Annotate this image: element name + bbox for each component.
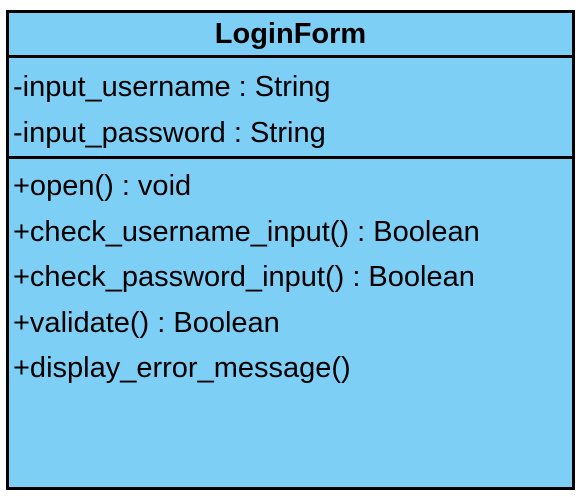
operations-compartment: +open() : void +check_username_input() :… — [9, 159, 572, 392]
operation-open: +open() : void — [13, 170, 192, 202]
attributes-compartment: -input_username : String -input_password… — [9, 58, 572, 159]
operation-display-error-message: +display_error_message() — [13, 352, 351, 384]
uml-class-box[interactable]: LoginForm -input_username : String -inpu… — [6, 10, 575, 490]
attribute-input-password: -input_password : String — [13, 116, 326, 149]
attribute-input-username: -input_username : String — [13, 71, 331, 103]
operation-check-password-input: +check_password_input() : Boolean — [13, 261, 475, 293]
operation-check-username-input: +check_username_input() : Boolean — [13, 215, 480, 248]
class-name: LoginForm — [9, 13, 572, 58]
operation-validate: +validate() : Boolean — [13, 306, 280, 339]
